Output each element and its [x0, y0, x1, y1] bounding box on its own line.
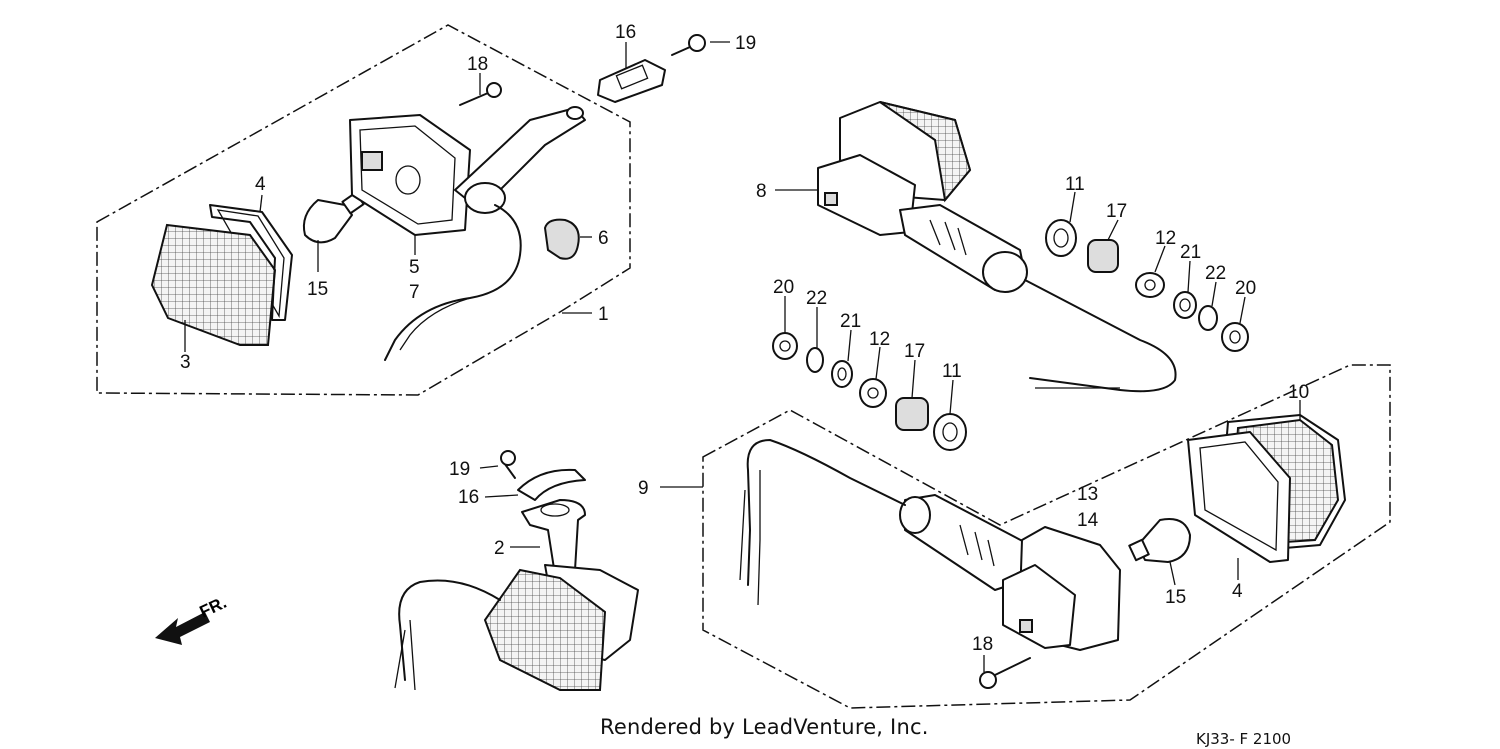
assembly-1-outline [96, 24, 631, 396]
housing-5-left [349, 106, 586, 236]
collar-12-mid [859, 378, 887, 408]
wiring-left-bottom [398, 579, 501, 681]
nut-11-mid [933, 413, 967, 451]
callout-18-bottom: 18 [972, 634, 993, 655]
callout-3: 3 [180, 352, 191, 373]
cap-6 [543, 218, 580, 260]
callout-5: 5 [409, 257, 420, 278]
callout-16-bottom: 16 [458, 487, 479, 508]
wiring-right-top [1024, 279, 1177, 393]
callout-17-top: 17 [1106, 201, 1127, 222]
callout-4-left: 4 [255, 174, 266, 195]
bolt-19-top [671, 34, 706, 56]
screw-18-bottom [979, 657, 1031, 689]
callout-14: 14 [1077, 510, 1099, 531]
callout-1: 1 [598, 304, 609, 325]
callout-20-top: 20 [1235, 278, 1256, 299]
clamp-16-top [597, 59, 666, 103]
front-direction-arrow: FR. [155, 593, 230, 645]
callout-2: 2 [494, 538, 505, 559]
clamp-16-bottom [517, 468, 586, 501]
callout-12-top: 12 [1155, 228, 1176, 249]
assembly-9-outline [702, 364, 1391, 709]
callout-20-mid: 20 [773, 277, 794, 298]
gasket-4-right [1187, 431, 1291, 563]
callout-21-top: 21 [1180, 242, 1201, 263]
callout-21-mid: 21 [840, 311, 861, 332]
grommet-17-mid [895, 397, 929, 431]
callout-6: 6 [598, 228, 609, 249]
wiring-right-bottom [746, 439, 906, 586]
callout-11-top: 11 [1065, 174, 1085, 195]
callout-10: 10 [1288, 382, 1309, 403]
callout-17-mid: 17 [904, 341, 925, 362]
grommet-17-top [1087, 239, 1119, 273]
callout-19-bottom: 19 [449, 459, 470, 480]
turn-signal-2 [483, 499, 639, 691]
callout-8: 8 [756, 181, 767, 202]
nut-20-top [1221, 322, 1249, 352]
callout-19-top: 19 [735, 33, 756, 54]
leader-lines [184, 41, 1301, 672]
bulb-15-right [1128, 518, 1191, 563]
diagram-code: KJ33- F 2100 [1196, 730, 1292, 748]
screw-18-top [459, 82, 502, 106]
washer-21-top [1173, 291, 1197, 319]
callout-13: 13 [1077, 484, 1098, 505]
callout-18-top: 18 [467, 54, 488, 75]
turn-signal-8 [817, 101, 1028, 293]
washer-21-mid [831, 360, 853, 388]
lens-3-left [150, 223, 277, 346]
callout-12-mid: 12 [869, 329, 890, 350]
callout-7: 7 [409, 282, 420, 303]
callout-4-right: 4 [1232, 581, 1243, 602]
callout-15-right: 15 [1165, 587, 1186, 608]
turn-signal-9 [899, 494, 1121, 651]
wiring-left [384, 204, 522, 361]
nut-11-top [1045, 219, 1077, 257]
callout-9: 9 [638, 478, 649, 499]
callout-22-top: 22 [1205, 263, 1226, 284]
callout-11-mid: 11 [942, 361, 962, 382]
lockwasher-22-mid [806, 347, 824, 373]
collar-12-top [1135, 272, 1165, 298]
nut-20-mid [772, 332, 798, 360]
render-credit: Rendered by LeadVenture, Inc. [600, 715, 929, 739]
callout-22-mid: 22 [806, 288, 827, 309]
callout-15-left: 15 [307, 279, 328, 300]
callout-16-top: 16 [615, 22, 636, 43]
bolt-19-bottom [500, 450, 516, 479]
bulb-15-left [302, 191, 365, 244]
lockwasher-22-top [1198, 305, 1218, 331]
